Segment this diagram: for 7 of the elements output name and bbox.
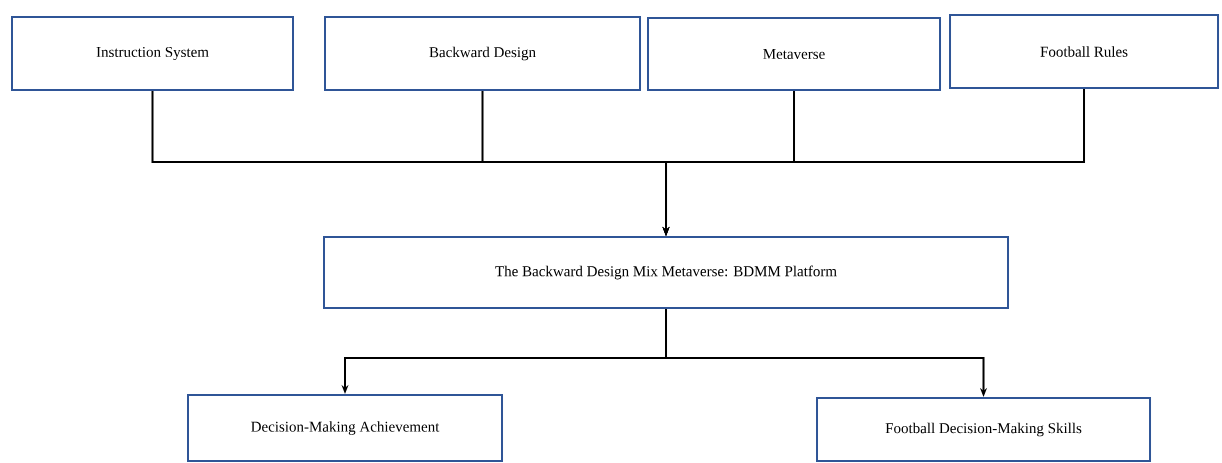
- process-box: The Backward Design Mix Metaverse: BDMM Platform: [323, 236, 1009, 309]
- process-box: Football Decision-Making Skills: [816, 397, 1151, 462]
- process-box: Metaverse: [647, 17, 941, 91]
- process-box: Instruction System: [11, 16, 294, 91]
- process-box: Decision-Making Achievement: [187, 394, 503, 462]
- process-box: Football Rules: [949, 14, 1219, 89]
- process-box: Backward Design: [324, 16, 641, 91]
